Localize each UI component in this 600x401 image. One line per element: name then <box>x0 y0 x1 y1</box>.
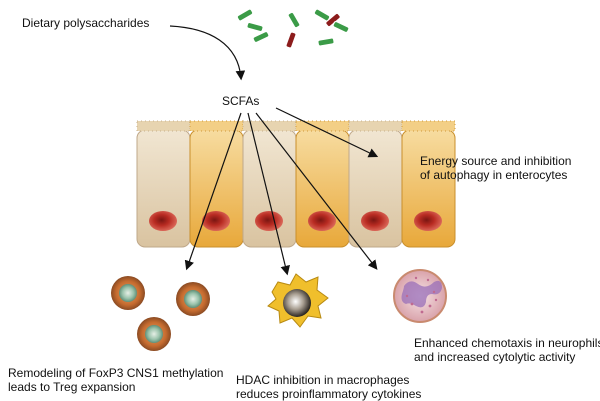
enterocyte-cell <box>242 120 297 248</box>
macrophage-effect-line: HDAC inhibition in macrophages <box>236 373 410 387</box>
enterocyte-effect-label: Energy source and inhibition of autophag… <box>420 154 571 182</box>
enterocyte-cell <box>348 120 403 248</box>
treg-effect-label: Remodeling of FoxP3 CNS1 methylation lea… <box>8 366 223 394</box>
neutrophil-effect-label: Enhanced chemotaxis in neurophils and in… <box>414 336 600 364</box>
treg-cell-icon <box>111 276 210 351</box>
neutrophil-icon <box>393 269 447 323</box>
arrow-to-neutrophil <box>255 112 378 270</box>
enterocyte-cell <box>136 120 191 248</box>
treg-effect-line: leads to Treg expansion <box>8 380 136 394</box>
neutrophil-effect-line: Enhanced chemotaxis in neurophils <box>414 336 600 350</box>
source-label: Dietary polysaccharides <box>22 16 150 30</box>
treg-effect-line: Remodeling of FoxP3 CNS1 methylation <box>8 366 224 380</box>
enterocyte-cell <box>189 120 244 248</box>
arrow-to-macrophage <box>247 112 290 276</box>
enterocyte-effect-line: Energy source and inhibition <box>420 154 572 168</box>
polysaccharide-fibers-icon <box>236 8 350 49</box>
neutrophil-effect-line: and increased cytolytic activity <box>414 350 576 364</box>
macrophage-effect-label: HDAC inhibition in macrophages reduces p… <box>236 373 421 401</box>
arrow-to-scfa <box>169 25 246 81</box>
enterocyte-cell <box>295 120 350 248</box>
enterocyte-effect-line: of autophagy in enterocytes <box>420 168 568 182</box>
arrow-to-enterocytes <box>275 107 379 158</box>
scfa-label: SCFAs <box>222 94 260 108</box>
macrophage-effect-line: reduces proinflammatory cytokines <box>236 387 422 401</box>
epithelium-icon <box>136 120 456 248</box>
enterocyte-cell <box>401 120 456 248</box>
macrophage-icon <box>267 273 329 328</box>
arrow-to-treg <box>184 112 242 271</box>
